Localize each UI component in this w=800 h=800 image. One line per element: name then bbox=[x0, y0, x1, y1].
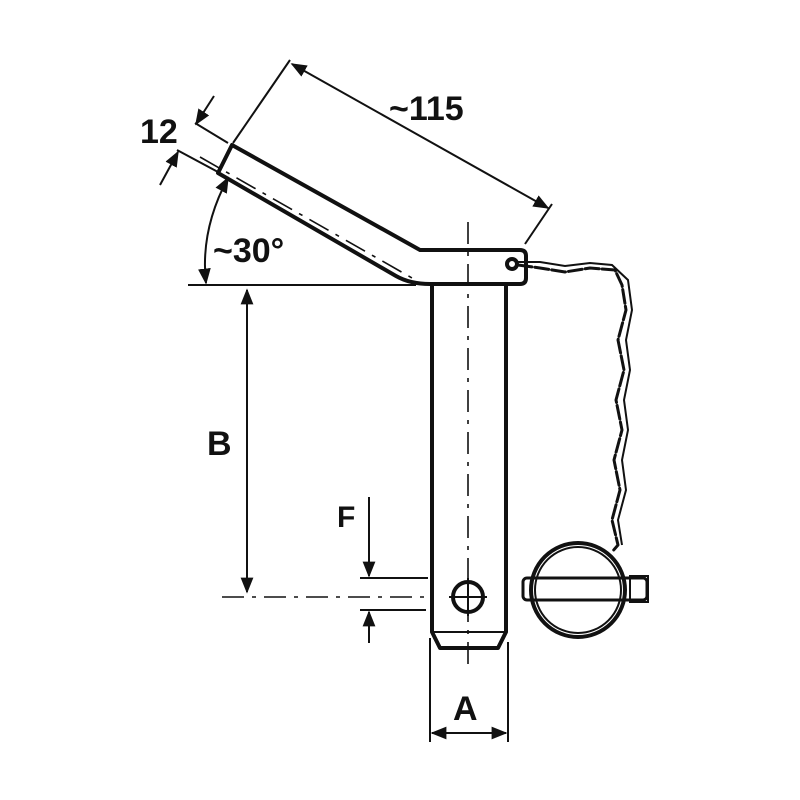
dimension-angle: ~30° bbox=[188, 176, 416, 286]
A-label: A bbox=[453, 690, 478, 728]
chain-eye-icon bbox=[505, 257, 519, 271]
dimension-F: F bbox=[337, 497, 428, 643]
dimension-B: B bbox=[207, 288, 430, 598]
dimension-length: ~115 bbox=[232, 59, 553, 245]
length-label: ~115 bbox=[389, 90, 464, 128]
pin-body bbox=[199, 143, 528, 668]
B-label: B bbox=[207, 425, 232, 463]
F-label: F bbox=[337, 501, 355, 534]
dimension-tip-diameter: 12 bbox=[140, 95, 229, 186]
tip-diameter-label: 12 bbox=[140, 113, 178, 151]
dimension-A: A bbox=[429, 638, 509, 742]
lynch-clip bbox=[521, 541, 649, 639]
angle-label: ~30° bbox=[213, 232, 284, 270]
chain bbox=[516, 261, 634, 554]
